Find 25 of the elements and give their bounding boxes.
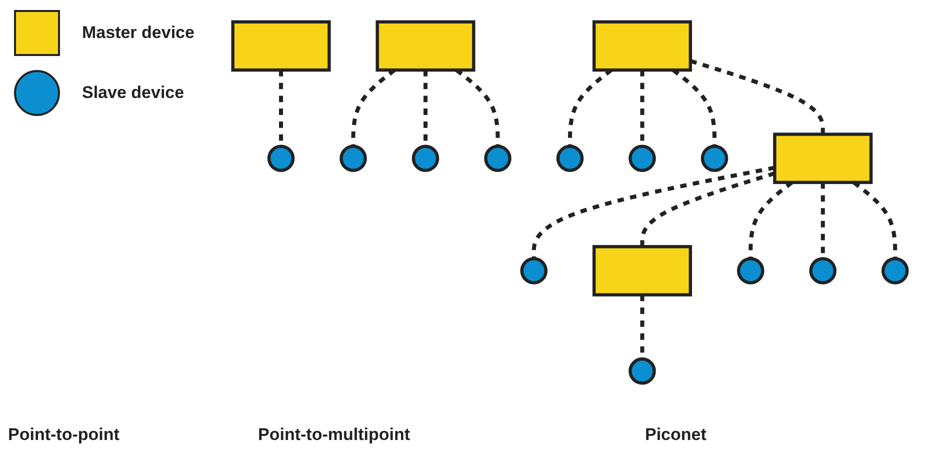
node-circle xyxy=(520,257,548,284)
legend-label: Slave device xyxy=(82,83,184,103)
node-circle xyxy=(700,144,728,172)
node-circle xyxy=(484,144,512,172)
caption-label: Piconet xyxy=(645,425,706,445)
node-circle xyxy=(267,144,295,172)
connector xyxy=(640,171,776,247)
node-circle xyxy=(412,144,440,172)
node-circle xyxy=(340,144,367,172)
caption-label: Point-to-point xyxy=(8,425,120,445)
node-circle xyxy=(736,257,764,284)
node-box xyxy=(376,20,476,72)
legend-label: Master device xyxy=(82,23,194,43)
node-box xyxy=(231,20,331,72)
node-box xyxy=(773,132,873,184)
node-box xyxy=(592,245,692,296)
connector xyxy=(532,166,776,259)
node-circle xyxy=(556,144,584,172)
node-circle xyxy=(628,144,656,172)
connector xyxy=(690,59,825,134)
node-box xyxy=(592,20,692,72)
node-circle xyxy=(628,357,656,385)
node-circle xyxy=(809,257,837,284)
caption-label: Point-to-multipoint xyxy=(258,425,410,445)
node-circle xyxy=(881,257,909,284)
